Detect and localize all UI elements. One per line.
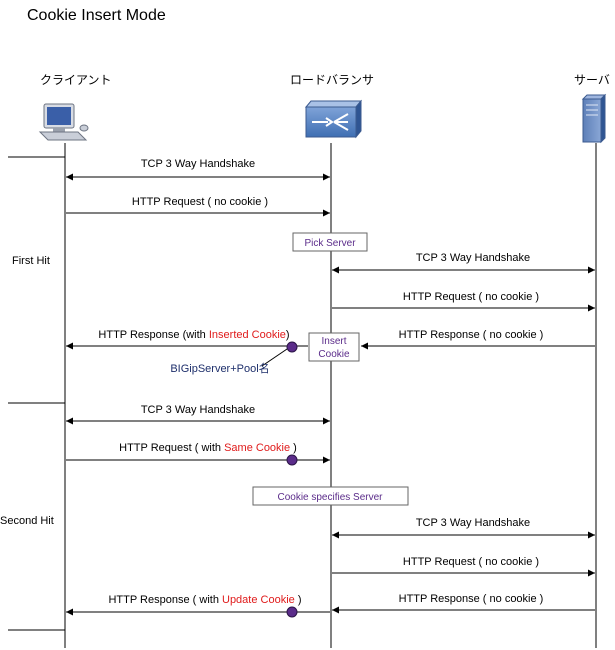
message-text: HTTP Response (with [98, 329, 208, 341]
message-response-server: HTTP Response ( no cookie ) [399, 329, 544, 341]
message-request-server: HTTP Request ( no cookie ) [403, 556, 539, 568]
message-text: ) [295, 594, 302, 606]
cookie-dot [286, 454, 298, 466]
cookie-highlight: Update Cookie [222, 594, 295, 606]
cookie-callout-line [261, 346, 291, 367]
computer-icon [38, 103, 89, 141]
pick-server-label: Pick Server [304, 238, 356, 249]
message-text: HTTP Request ( with [119, 442, 224, 454]
message-request-server: HTTP Request ( no cookie ) [403, 291, 539, 303]
pick-server-box [292, 232, 368, 252]
cookie-specifies-box [252, 486, 409, 506]
message-handshake-client: TCP 3 Way Handshake [141, 404, 255, 416]
message-text: ) [286, 329, 290, 341]
message-request-client: HTTP Request ( no cookie ) [132, 196, 268, 208]
phase-label-first-hit: First Hit [12, 255, 50, 267]
message-handshake-server: TCP 3 Way Handshake [416, 252, 530, 264]
message-request-client: HTTP Request ( with Same Cookie ) [119, 442, 297, 454]
server-tower-icon [581, 93, 607, 144]
insert-cookie-label-line1: Insert [321, 336, 346, 347]
phase-label-second-hit: Second Hit [0, 515, 54, 527]
message-response-client: HTTP Response ( with Update Cookie ) [108, 594, 301, 606]
cookie-name-label: BIGipServer+Pool名 [170, 361, 269, 375]
message-response-client: HTTP Response (with Inserted Cookie) [98, 329, 289, 341]
cookie-specifies-label: Cookie specifies Server [277, 492, 383, 503]
actor-label-lb: ロードバランサ [290, 73, 374, 87]
message-handshake-client: TCP 3 Way Handshake [141, 158, 255, 170]
insert-cookie-label-line2: Cookie [318, 349, 350, 360]
insert-cookie-box [308, 332, 360, 362]
actor-label-server: サーバ [574, 73, 610, 87]
message-text: ) [290, 442, 297, 454]
cookie-highlight: Same Cookie [224, 442, 290, 454]
cookie-dot [286, 341, 298, 353]
diagram-title: Cookie Insert Mode [27, 7, 166, 24]
message-text: HTTP Response ( with [108, 594, 222, 606]
load-balancer-icon [304, 99, 363, 139]
actor-label-client: クライアント [40, 73, 112, 87]
cookie-highlight: Inserted Cookie [209, 329, 286, 341]
message-response-server: HTTP Response ( no cookie ) [399, 593, 544, 605]
cookie-dot [286, 606, 298, 618]
message-handshake-server: TCP 3 Way Handshake [416, 517, 530, 529]
